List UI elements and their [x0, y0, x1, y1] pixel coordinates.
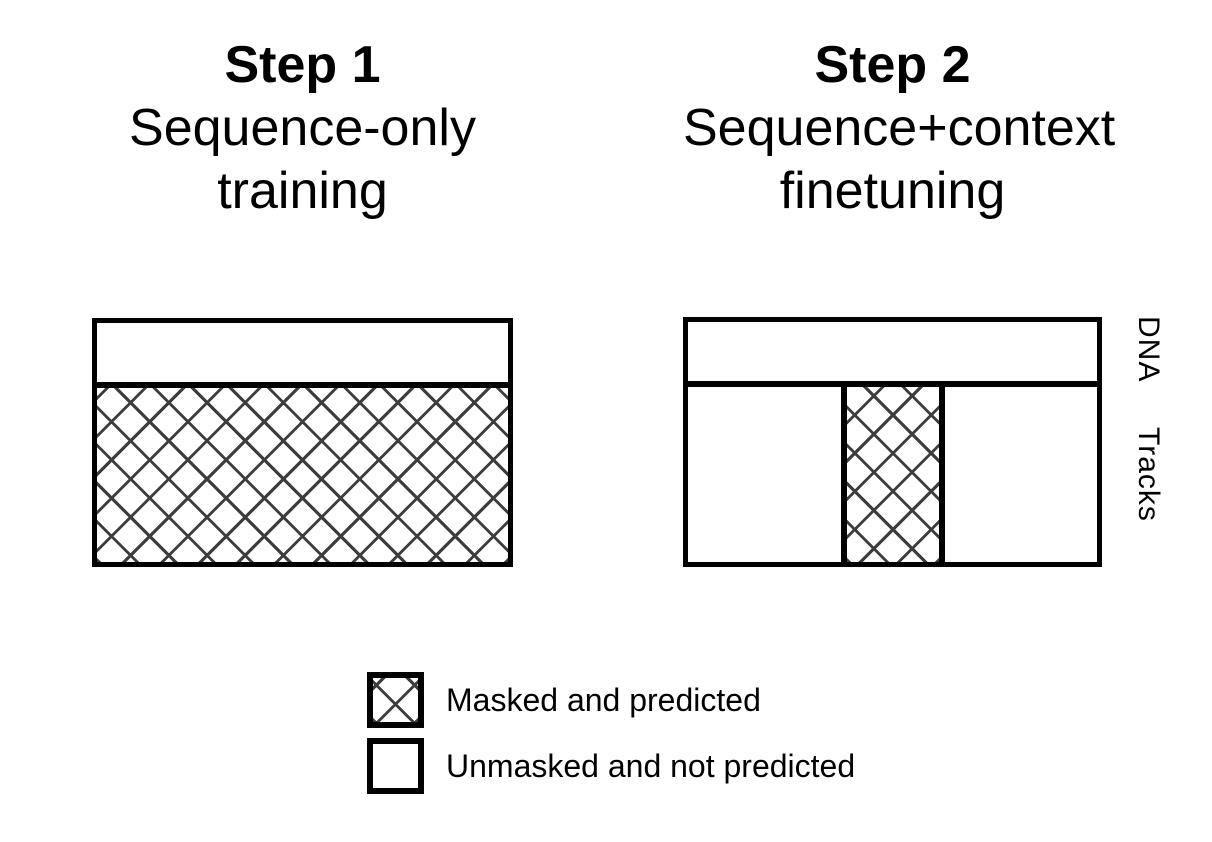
step2-diagram	[683, 317, 1102, 567]
dna-row-label-container: DNA	[1122, 316, 1174, 382]
crosshatch-square-icon	[367, 672, 424, 728]
legend-item-unmasked: Unmasked and not predicted	[367, 738, 855, 794]
step2-title-block: Step 2 Sequence+context finetuning	[683, 34, 1116, 223]
step1-subtitle-line1: Sequence-only	[129, 99, 476, 157]
step1-title-block: Step 1 Sequence-only training	[92, 34, 513, 223]
step1-diagram	[92, 318, 513, 567]
tracks-row-label-container: Tracks	[1122, 382, 1174, 567]
step2-tracks-band	[688, 387, 1097, 562]
dna-row-label: DNA	[1132, 315, 1165, 383]
plain-square-icon	[367, 738, 424, 794]
step2-tracks-unmasked-right	[945, 387, 1097, 562]
step1-subtitle-line2: training	[217, 162, 388, 220]
legend: Masked and predicted Unmasked and not pr…	[367, 672, 855, 794]
legend-label-masked: Masked and predicted	[446, 681, 761, 718]
step1-heading: Step 1	[224, 36, 381, 94]
step2-heading: Step 2	[814, 36, 971, 94]
step2-subtitle-line2: finetuning	[779, 162, 1006, 220]
step2-tracks-masked-window	[841, 387, 945, 562]
step2-subtitle-line1: Sequence+context	[683, 99, 1116, 157]
step1-dna-band	[97, 323, 508, 388]
step2-tracks-unmasked-left	[688, 387, 841, 562]
legend-item-masked: Masked and predicted	[367, 672, 855, 728]
tracks-row-label: Tracks	[1132, 427, 1165, 522]
legend-label-unmasked: Unmasked and not predicted	[446, 747, 856, 784]
step2-dna-band	[688, 322, 1097, 387]
step1-tracks-band-masked	[97, 388, 508, 562]
